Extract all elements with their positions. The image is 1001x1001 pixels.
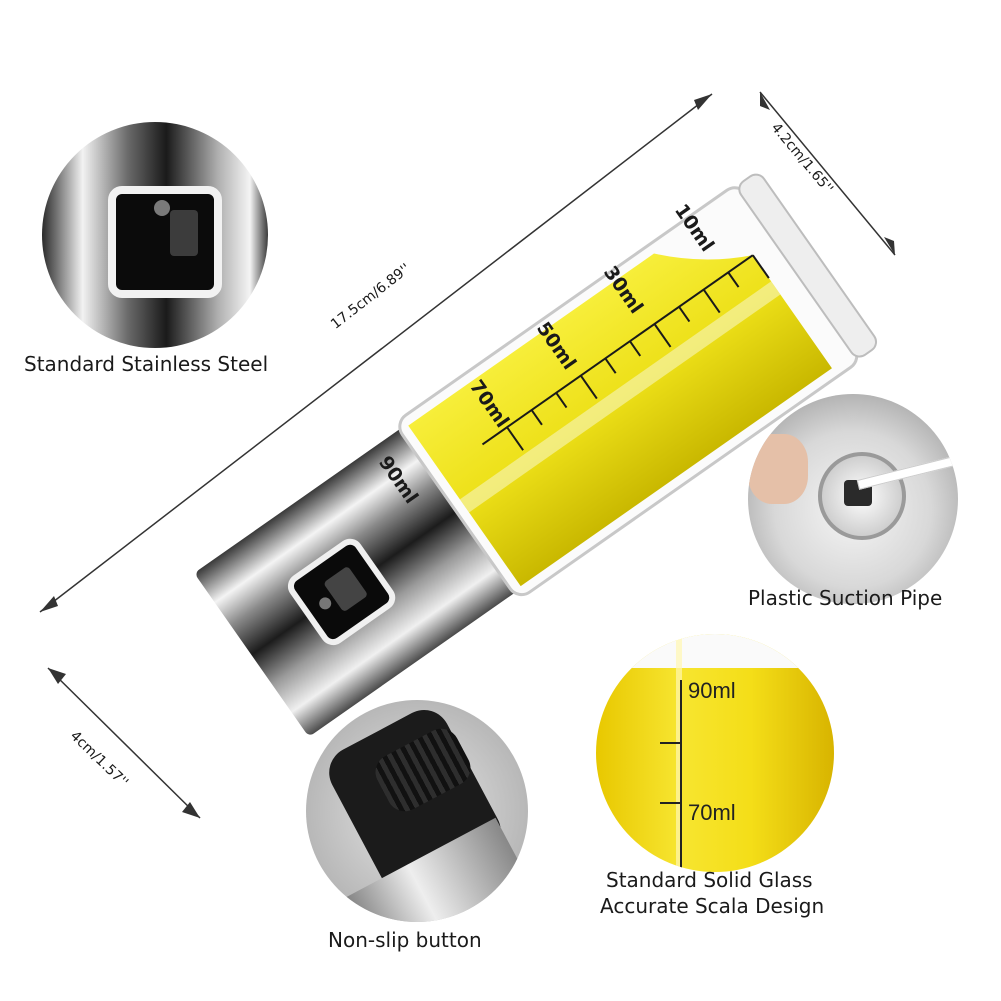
detail-scale-70: 70ml — [688, 800, 736, 825]
detail-scale-90: 90ml — [688, 678, 736, 703]
glass-scale-detail: 90ml 70ml — [596, 634, 834, 872]
scale-mark-30: 30ml — [598, 262, 648, 318]
stainless-window — [108, 186, 222, 298]
label-glass-line2: Accurate Scala Design — [600, 894, 825, 918]
scale-mark-50: 50ml — [531, 318, 581, 374]
label-button: Non-slip button — [328, 928, 482, 952]
non-slip-button-detail — [306, 700, 528, 922]
scale-mark-10: 10ml — [669, 200, 719, 256]
stainless-steel-detail — [42, 122, 268, 348]
scale-mark-90: 90ml — [373, 452, 423, 508]
scale-mark-70: 70ml — [464, 376, 514, 432]
label-stainless: Standard Stainless Steel — [24, 352, 269, 376]
label-suction: Plastic Suction Pipe — [748, 586, 943, 610]
oil-fill — [408, 253, 832, 587]
suction-pipe-detail — [748, 394, 958, 604]
label-glass-line1: Standard Solid Glass — [606, 868, 813, 892]
